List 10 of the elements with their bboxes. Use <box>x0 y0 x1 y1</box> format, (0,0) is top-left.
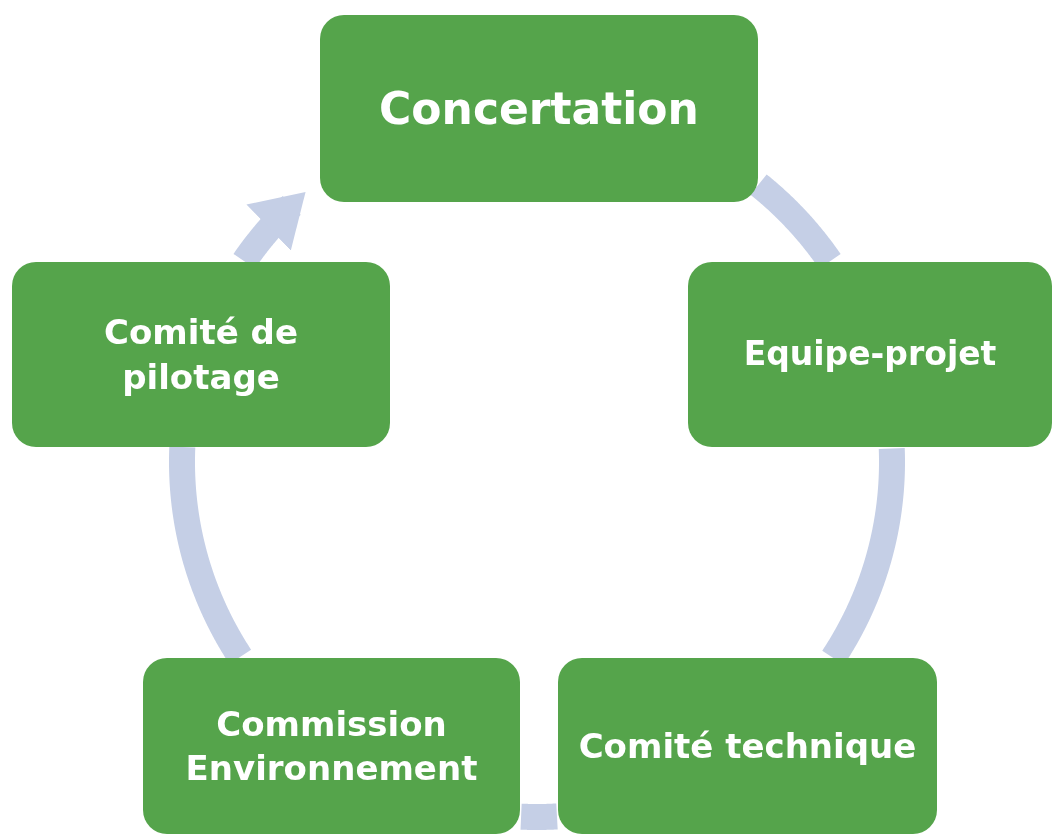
step-label: Equipe-projet <box>743 333 997 376</box>
process-box <box>688 262 1052 447</box>
step-label: Comité de pilotage <box>103 311 299 399</box>
step-label: Commission Environnement <box>184 702 479 790</box>
process-box <box>320 15 758 202</box>
step-label: Comité technique <box>578 724 917 768</box>
process-box <box>143 658 520 834</box>
step-label: Concertation <box>379 81 699 136</box>
process-box <box>12 262 390 447</box>
process-box <box>558 658 937 834</box>
